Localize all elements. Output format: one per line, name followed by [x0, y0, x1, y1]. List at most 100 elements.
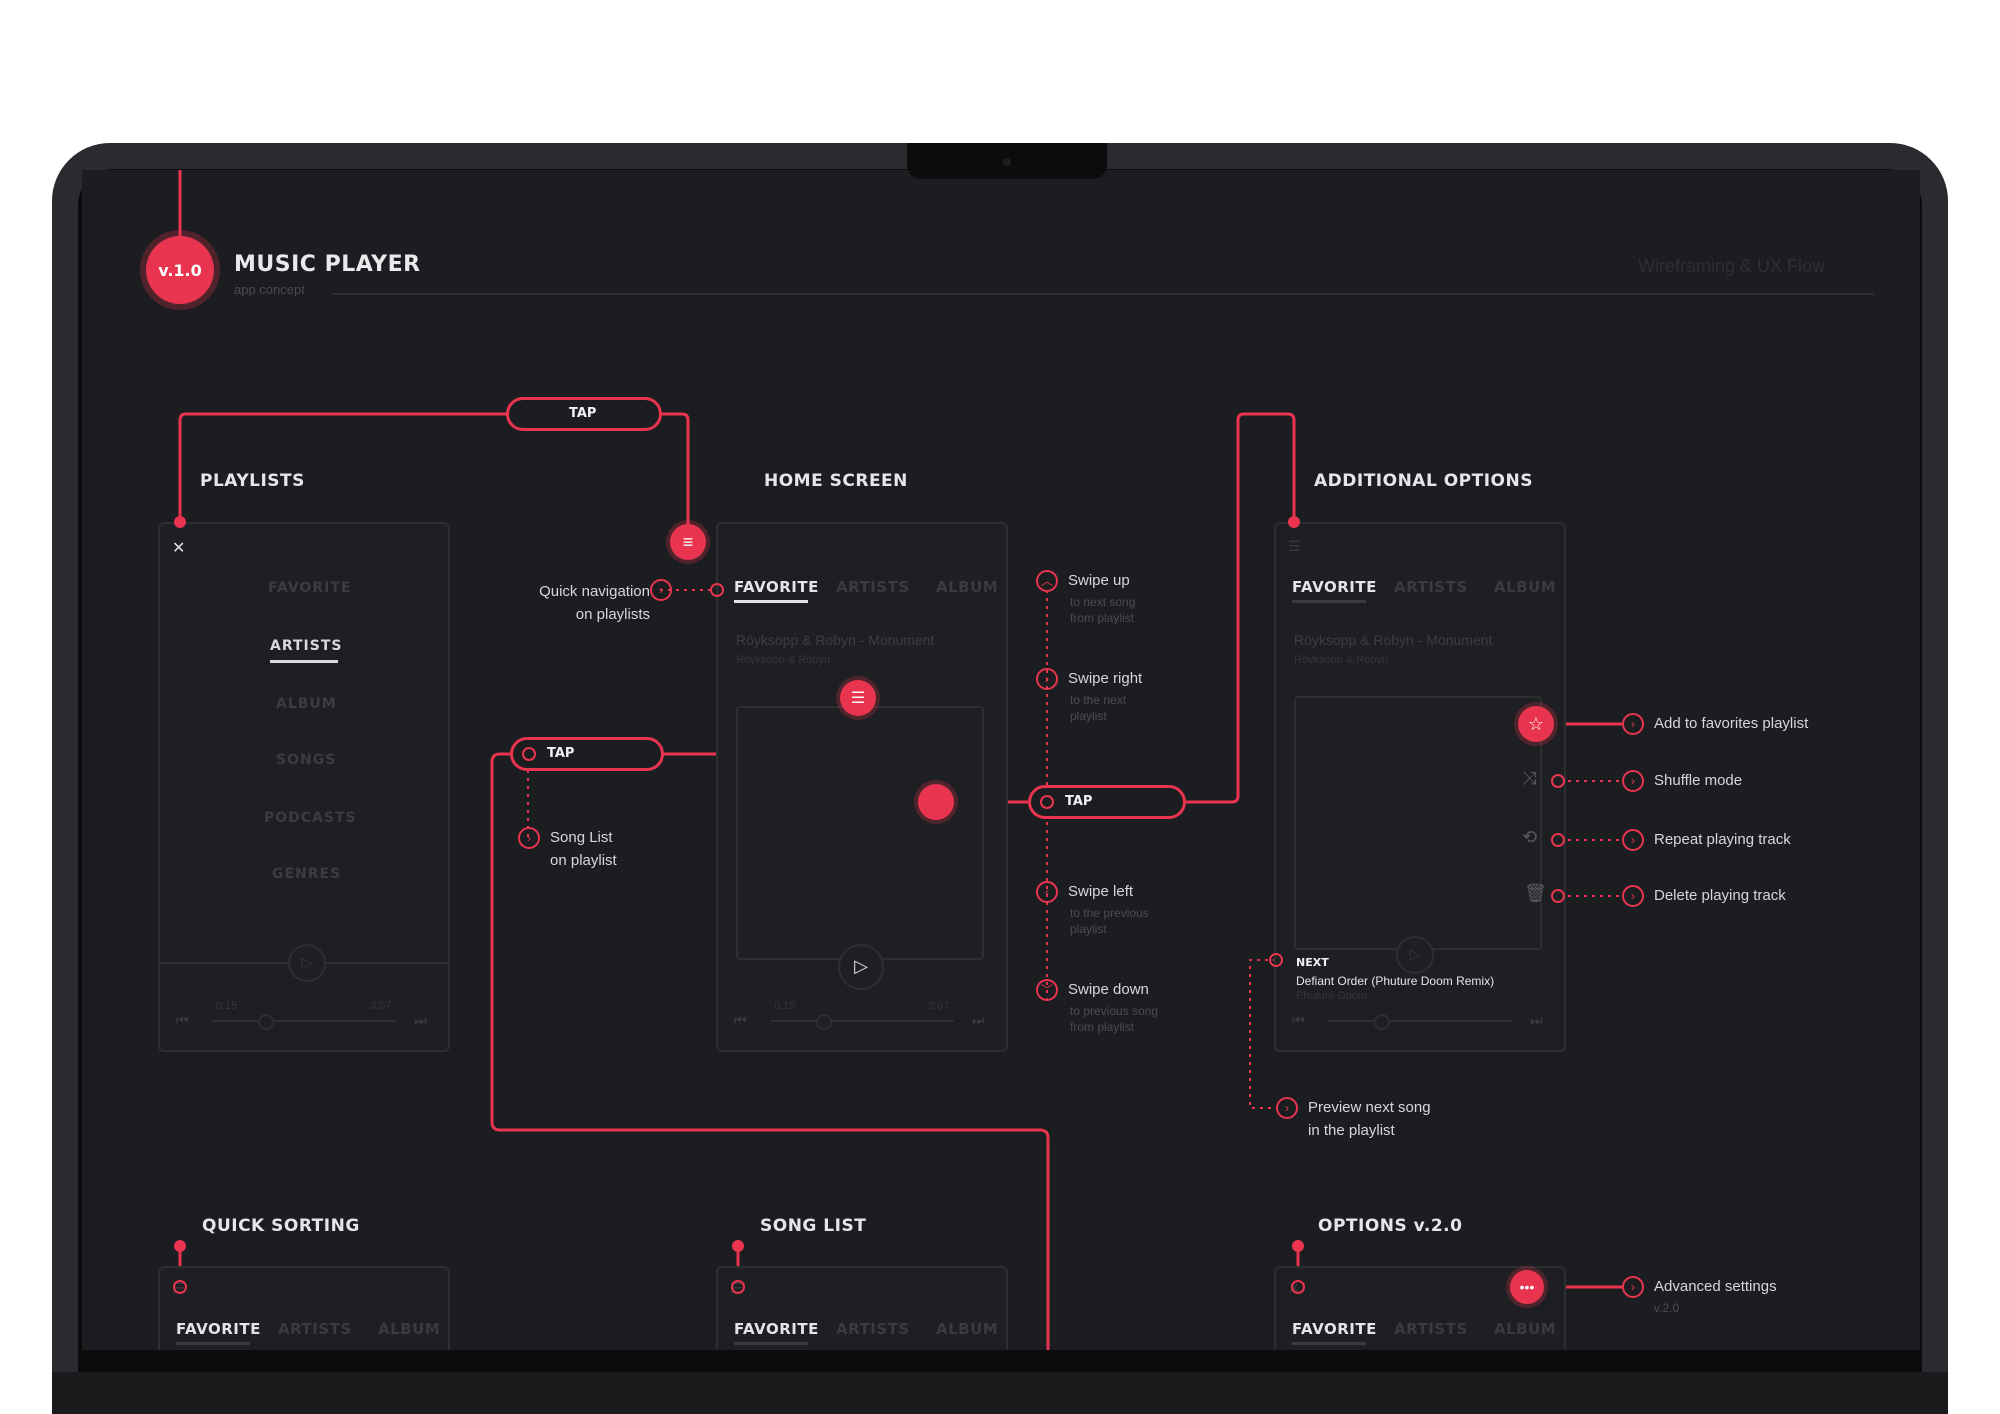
more-button[interactable]: ••• — [1510, 1270, 1544, 1304]
chevron-up-icon: ︿ — [1036, 570, 1058, 592]
previous-icon[interactable]: ⏮ — [176, 1012, 189, 1028]
tap-label: TAP — [547, 746, 575, 761]
tab-album[interactable]: ALBUM — [936, 578, 999, 596]
song-list-button[interactable]: ☰ — [840, 680, 876, 716]
chevron-right-icon: › — [1036, 668, 1058, 690]
home-phone: FAVORITE ARTISTS ALBUM Röyksopp & Robyn … — [716, 522, 1008, 1052]
tab-artists[interactable]: ARTISTS — [836, 1320, 910, 1338]
annotation-quick-nav-line1: Quick navigation — [539, 583, 650, 600]
laptop-base — [52, 1372, 1948, 1414]
option-label: Shuffle mode — [1654, 772, 1743, 789]
favorite-button[interactable]: ☆ — [1518, 706, 1554, 742]
trash-icon[interactable]: 🗑 — [1524, 883, 1547, 903]
wire-node — [1292, 1240, 1304, 1252]
tab-album[interactable]: ALBUM — [1494, 578, 1557, 596]
tap-pill-options: TAP — [1028, 785, 1186, 819]
tab-album[interactable]: ALBUM — [936, 1320, 999, 1338]
progress-thumb[interactable] — [1374, 1014, 1390, 1030]
repeat-icon[interactable]: ⟲ — [1522, 827, 1538, 847]
tap-label: TAP — [1065, 794, 1093, 809]
menu-item-artists[interactable]: ARTISTS — [270, 638, 343, 654]
playlists-phone: ✕ FAVORITE ARTISTS ALBUM SONGS PODCASTS … — [158, 522, 450, 1052]
next-icon[interactable]: ⏭ — [1530, 1012, 1543, 1028]
annotation-quick-nav-line2: on playlists — [575, 606, 650, 623]
menu-icon[interactable]: ☰ — [1288, 538, 1301, 554]
options-phone: ☰ FAVORITE ARTISTS ALBUM Röyksopp & Roby… — [1274, 522, 1566, 1052]
track-album: Röyksopp & Robyn — [1294, 654, 1389, 666]
time-elapsed: 0:15 — [774, 1000, 796, 1012]
album-art-tap-target[interactable] — [918, 784, 954, 820]
gesture-label: Swipe down — [1068, 981, 1149, 998]
tab-favorite[interactable]: FAVORITE — [734, 578, 819, 596]
progress-thumb[interactable] — [816, 1014, 832, 1030]
next-icon[interactable]: ⏭ — [414, 1012, 427, 1028]
gesture-sub: playlist — [1070, 709, 1107, 723]
tab-album[interactable]: ALBUM — [1494, 1320, 1557, 1338]
tab-artists[interactable]: ARTISTS — [836, 578, 910, 596]
wire-node — [1269, 953, 1283, 967]
section-title-playlists: PLAYLISTS — [200, 471, 305, 491]
progress-thumb[interactable] — [258, 1014, 274, 1030]
menu-item-favorite[interactable]: FAVORITE — [268, 580, 352, 596]
tab-favorite[interactable]: FAVORITE — [1292, 1320, 1377, 1338]
menu-button[interactable]: ≡ — [670, 524, 706, 560]
chevron-right-icon: › — [650, 579, 672, 601]
progress-track[interactable] — [212, 1020, 396, 1022]
wire-node — [522, 747, 536, 761]
wire-node — [1040, 795, 1054, 809]
close-icon[interactable]: ✕ — [172, 540, 186, 557]
chevron-right-icon: › — [1622, 770, 1644, 792]
tab-artists[interactable]: ARTISTS — [278, 1320, 352, 1338]
more-dots-icon: ••• — [1519, 1279, 1535, 1295]
gesture-sub: from playlist — [1070, 611, 1135, 625]
progress-track[interactable] — [770, 1020, 954, 1022]
chevron-down-icon: ﹀ — [1036, 979, 1058, 1001]
chevron-right-icon: › — [1622, 885, 1644, 907]
previous-icon[interactable]: ⏮ — [734, 1012, 747, 1028]
menu-item-podcasts[interactable]: PODCASTS — [264, 810, 357, 826]
annotation-song-list-line1: Song List — [550, 829, 613, 846]
section-title-options: ADDITIONAL OPTIONS — [1314, 471, 1533, 491]
menu-item-songs[interactable]: SONGS — [276, 752, 337, 768]
menu-item-album[interactable]: ALBUM — [276, 696, 337, 712]
menu-item-genres[interactable]: GENRES — [272, 866, 342, 882]
wire-node — [1291, 1280, 1305, 1294]
wire-node — [731, 1280, 745, 1294]
tab-favorite[interactable]: FAVORITE — [1292, 578, 1377, 596]
play-icon[interactable]: ▷ — [1396, 936, 1434, 974]
header-right-label: Wireframing & UX Flow — [1638, 256, 1826, 276]
shuffle-icon[interactable]: ⤨ — [1522, 768, 1537, 788]
active-underline — [270, 660, 338, 663]
progress-track[interactable] — [1328, 1020, 1512, 1022]
play-icon[interactable]: ▷ — [838, 944, 884, 990]
album-art — [1294, 696, 1542, 950]
gesture-sub: to next song — [1070, 595, 1136, 609]
tab-artists[interactable]: ARTISTS — [1394, 1320, 1468, 1338]
tab-underline — [1292, 1342, 1366, 1345]
gesture-sub: to previous song — [1070, 1004, 1159, 1018]
tap-pill-song-list: TAP — [510, 737, 664, 771]
app-subtitle: app concept — [234, 282, 305, 297]
app-screen: v.1.0 MUSIC PLAYER app concept Wireframi… — [82, 170, 1920, 1350]
next-track-artist: Phuture Doom — [1296, 990, 1367, 1002]
version-label: v.1.0 — [158, 260, 202, 280]
next-icon[interactable]: ⏭ — [972, 1012, 985, 1028]
tab-favorite[interactable]: FAVORITE — [734, 1320, 819, 1338]
option-label: Delete playing track — [1654, 887, 1786, 904]
section-title-options-v2: OPTIONS v.2.0 — [1318, 1216, 1463, 1236]
option-label: Repeat playing track — [1654, 831, 1791, 848]
track-title: Röyksopp & Robyn - Monument — [1294, 632, 1493, 648]
app-title: MUSIC PLAYER — [234, 252, 421, 277]
previous-icon[interactable]: ⏮ — [1292, 1012, 1305, 1028]
play-icon[interactable]: ▷ — [288, 944, 326, 982]
annotation-advanced: Advanced settings — [1654, 1278, 1777, 1295]
version-badge: v.1.0 — [146, 236, 214, 304]
tab-artists[interactable]: ARTISTS — [1394, 578, 1468, 596]
tab-album[interactable]: ALBUM — [378, 1320, 441, 1338]
chevron-right-icon: › — [1622, 713, 1644, 735]
tab-favorite[interactable]: FAVORITE — [176, 1320, 261, 1338]
camera-icon — [1003, 158, 1011, 166]
chevron-right-icon: › — [518, 827, 540, 849]
star-icon: ☆ — [1527, 713, 1545, 734]
quick-sorting-phone: ☰ FAVORITE ARTISTS ALBUM — [158, 1266, 450, 1350]
